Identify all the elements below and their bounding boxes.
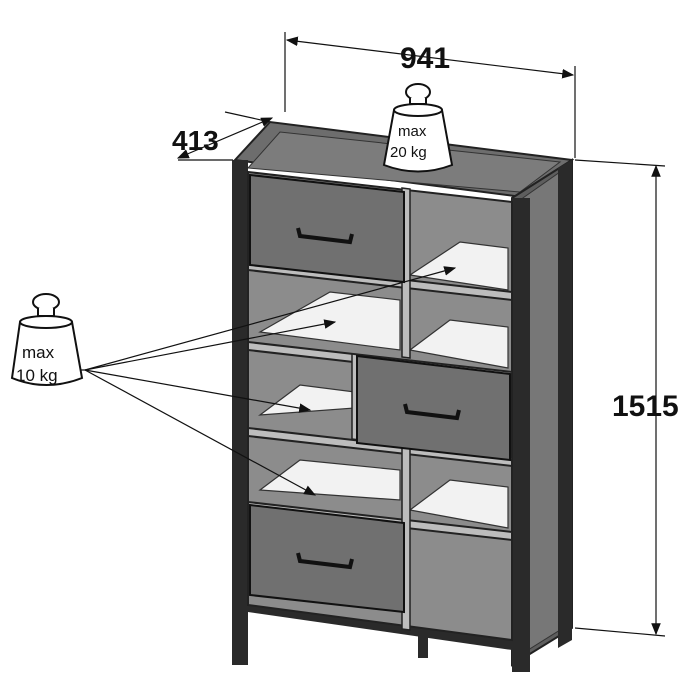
drawer-bottom (249, 503, 405, 614)
shelves (258, 241, 509, 529)
depth-dimension (176, 111, 274, 161)
shelf (408, 241, 509, 291)
depth-label: 413 (172, 125, 219, 156)
drawer-handle (296, 552, 354, 570)
drawer-middle (356, 354, 511, 462)
shelf (408, 479, 509, 529)
metal-frame (232, 160, 572, 672)
shelf (258, 459, 401, 501)
shelf-load-line2: 10 kg (16, 366, 58, 385)
weight-icon-top (382, 83, 454, 173)
drawer-handle (403, 403, 461, 421)
height-label: 1515 (612, 390, 679, 423)
drawer-top (249, 173, 405, 284)
top-load-line2: 20 kg (390, 144, 427, 161)
drawer-handle (296, 227, 354, 245)
shelf (408, 319, 509, 369)
height-dimension (574, 159, 666, 637)
width-label: 941 (400, 42, 450, 75)
top-load-line1: max (398, 123, 427, 140)
weight-icon-shelf (10, 293, 84, 386)
width-dimension (284, 32, 576, 158)
shelf-load-line1: max (22, 343, 55, 362)
